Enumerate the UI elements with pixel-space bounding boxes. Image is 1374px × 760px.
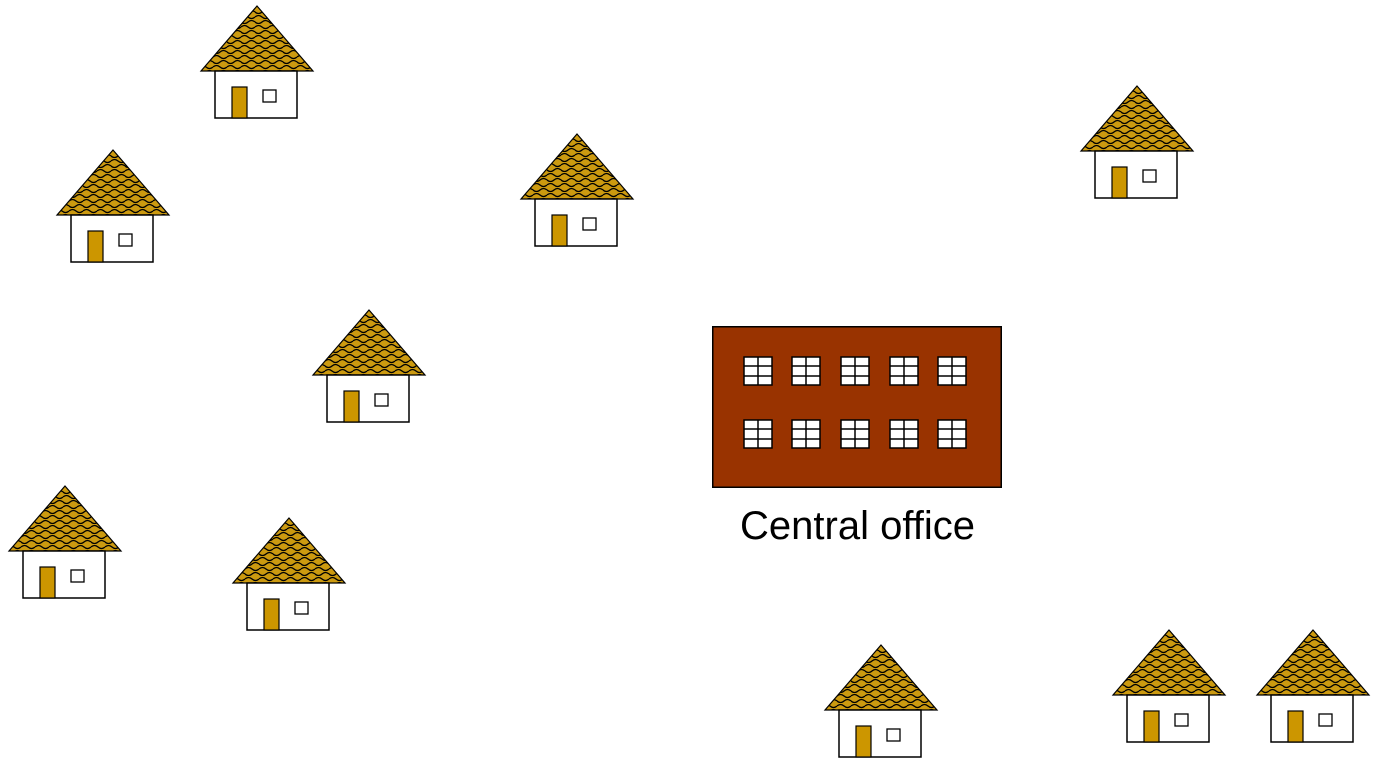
- house-icon: [1111, 628, 1227, 745]
- house-icon: [519, 132, 635, 249]
- central-office-label: Central office: [740, 504, 975, 548]
- house-icon: [1255, 628, 1371, 745]
- house-icon: [199, 4, 315, 121]
- house-icon: [311, 308, 427, 425]
- house-icon: [55, 148, 171, 265]
- building-icon: [712, 326, 1002, 488]
- house-icon: [823, 643, 939, 760]
- house-icon: [7, 484, 123, 601]
- house-icon: [1079, 84, 1195, 201]
- house-icon: [231, 516, 347, 633]
